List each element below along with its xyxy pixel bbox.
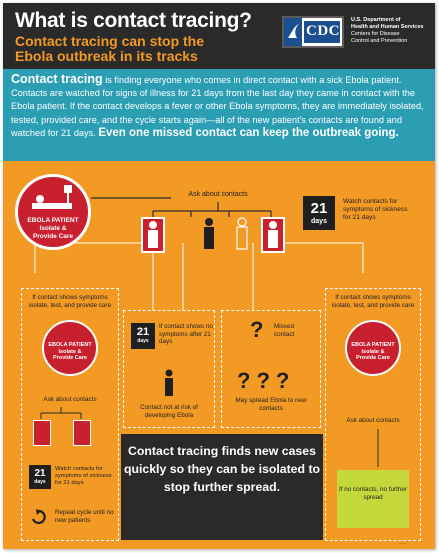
header-banner: What is contact tracing? Contact tracing… [3, 3, 435, 69]
page-subtitle: Contact tracing can stop the Ebola outbr… [15, 33, 205, 64]
right-column-box [325, 288, 421, 541]
agency-name: U.S. Department of Health and Human Serv… [351, 17, 424, 44]
missed-contact-label: Missed contact [274, 323, 295, 338]
left-patient-icon: EBOLA PATIENT Isolate & Provide Care [42, 320, 98, 376]
left-column-box [21, 288, 119, 541]
right-patient-icon: EBOLA PATIENT Isolate & Provide Care [345, 320, 401, 376]
intro-paragraph: Contact tracing is finding everyone who … [3, 69, 435, 161]
intro-term: Contact tracing [11, 72, 103, 86]
missed-contact-question-icon: ? [250, 317, 264, 342]
watch-contacts-label: Watch contacts for symptoms of sickness … [343, 198, 408, 221]
right-ask-label: Ask about contacts [346, 417, 400, 424]
contact-red-1 [141, 217, 165, 253]
ask-about-contacts-label: Ask about contacts [188, 191, 248, 198]
may-spread-label: May spread Ebola to new contacts [235, 397, 307, 412]
hhs-cdc-logo: CDC [282, 16, 344, 48]
mid2-column-box [221, 310, 321, 428]
summary-box: Contact tracing finds new cases quickly … [121, 434, 323, 540]
left-ask-label: Ask about contacts [43, 396, 97, 403]
left-watch-label: Watch contacts for symptoms of sickness … [55, 466, 112, 486]
contact-red-2 [261, 217, 285, 253]
page-title: What is contact tracing? [15, 9, 252, 32]
mid1-not-at-risk-label: Contact not at risk of developing Ebola [140, 404, 198, 419]
contact-person-icon [201, 217, 217, 256]
left-contact-red-1 [33, 420, 51, 446]
mid1-calendar-icon: 21 days [131, 323, 155, 349]
mid1-person-icon [162, 369, 176, 402]
unknown-contacts-icons: ??? [237, 368, 296, 393]
no-further-spread-box: If no contacts, no further spread [337, 470, 409, 528]
infographic: What is contact tracing? Contact tracing… [3, 3, 435, 549]
flow-connectors [34, 197, 379, 467]
right-symptoms-note: If contact shows symptoms isolate, test,… [331, 294, 415, 309]
intro-definition: is finding everyone who comes in direct … [11, 75, 424, 138]
repeat-cycle-icon [30, 509, 48, 530]
calendar-21-days-icon: 21 days [303, 196, 335, 230]
repeat-cycle-label: Repeat cycle until no new patients [55, 509, 114, 524]
mid1-no-symptoms-note: If contact shows no symptoms after 21 da… [159, 323, 213, 345]
cdc-logo-text: CDC [306, 23, 340, 39]
left-symptoms-note: If contact shows symptoms isolate, test,… [28, 294, 112, 309]
intro-emphasis: Even one missed contact can keep the out… [98, 126, 399, 139]
contact-outline-icon [234, 217, 250, 256]
left-contact-red-2 [73, 420, 91, 446]
top-patient-icon: EBOLA PATIENT Isolate & Provide Care [15, 174, 91, 250]
doc-code: —— [399, 541, 406, 545]
left-calendar-icon: 21 days [29, 465, 51, 489]
mid1-column-box [123, 310, 215, 428]
